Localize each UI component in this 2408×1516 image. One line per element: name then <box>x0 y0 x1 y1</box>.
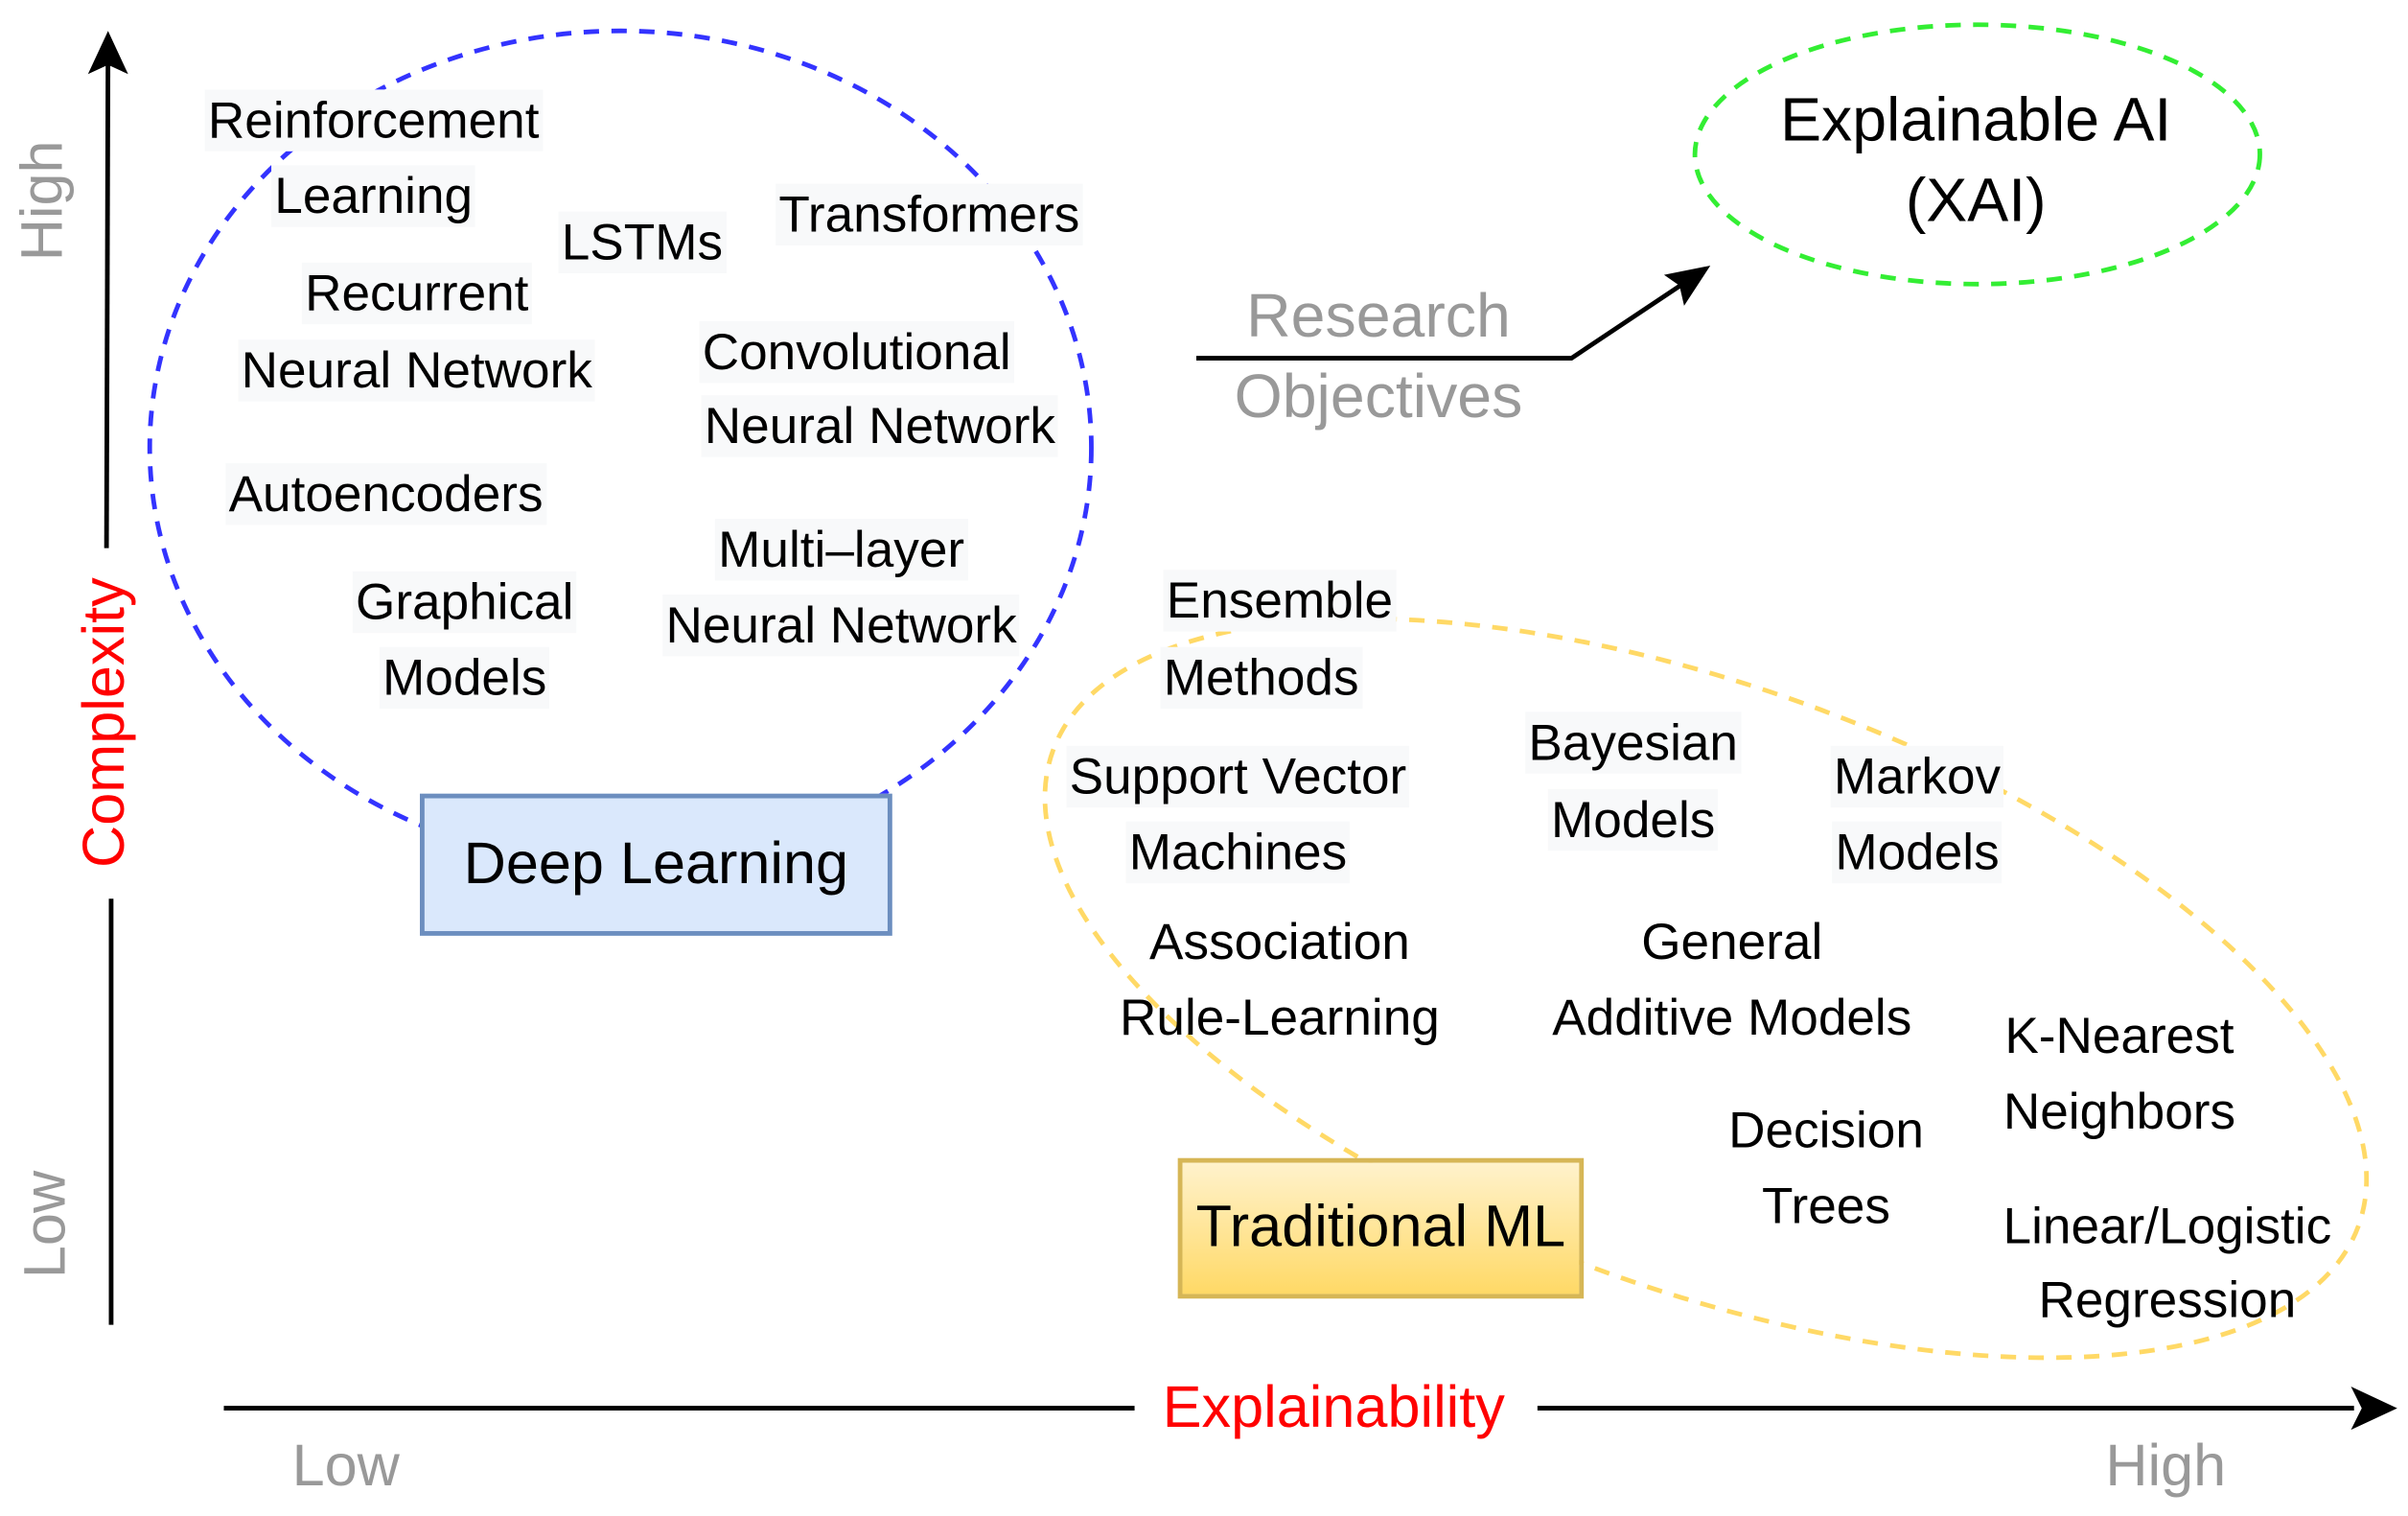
method-label: Ensemble <box>1163 570 1397 632</box>
method-label: Association <box>1149 912 1410 970</box>
method-label: Convolutional <box>699 320 1014 384</box>
method-label: Reinforcement <box>204 89 543 152</box>
y-axis-label: Complexity <box>73 574 137 872</box>
method-label: Linear/Logistic <box>2003 1196 2332 1254</box>
xai-title: Explainable AI <box>1780 86 2172 155</box>
x-axis-label: Explainability <box>1159 1377 1509 1439</box>
xai-ring <box>1692 22 2262 287</box>
xai-subtitle: (XAI) <box>1905 166 2047 235</box>
y-axis-high: High <box>11 140 76 262</box>
x-axis-high: High <box>2105 1434 2227 1500</box>
method-label: Models <box>379 646 550 710</box>
method-label: Machines <box>1125 821 1351 884</box>
method-label: Graphical <box>352 571 577 634</box>
y-axis-low: Low <box>13 1170 80 1279</box>
x-axis-low: Low <box>291 1434 400 1500</box>
method-label: Recurrent <box>301 262 532 325</box>
method-label: Regression <box>2038 1271 2297 1328</box>
method-label: Bayesian <box>1525 711 1742 774</box>
x-axis-arrowhead <box>2350 1387 2397 1431</box>
deep-learning-box: Deep Learning <box>420 793 892 936</box>
traditional-ml-ring <box>1042 616 2370 1361</box>
method-label: Methods <box>1160 646 1362 710</box>
method-label: Support Vector <box>1066 745 1410 808</box>
method-label: Additive Models <box>1552 988 1912 1046</box>
method-label: Markov <box>1830 745 2004 808</box>
research-label-2: Objectives <box>1234 362 1523 431</box>
method-label: Models <box>1547 788 1719 851</box>
method-label: Neural Network <box>662 594 1020 657</box>
method-label: Transformers <box>776 183 1083 246</box>
research-label-1: Research <box>1246 282 1511 351</box>
traditional-ml-box: Traditional ML <box>1177 1157 1585 1299</box>
method-label: K-Nearest <box>2004 1006 2234 1064</box>
method-label: Trees <box>1762 1177 1890 1234</box>
method-label: Neural Network <box>701 395 1059 457</box>
y-axis-upper <box>100 36 116 548</box>
research-arrow <box>1195 282 1684 362</box>
method-label: Learning <box>271 165 476 227</box>
method-label: Neighbors <box>2003 1082 2236 1140</box>
method-label: Rule-Learning <box>1120 988 1440 1046</box>
method-label: Multi–layer <box>714 519 968 581</box>
method-label: LSTMs <box>558 211 727 274</box>
method-label: Decision <box>1728 1101 1924 1158</box>
method-label: Autoencoders <box>225 463 546 525</box>
research-arrowhead <box>1663 265 1711 306</box>
method-label: Models <box>1832 821 2003 884</box>
method-label: Neural Network <box>238 339 596 402</box>
y-axis-arrowhead <box>87 31 128 75</box>
method-label: General <box>1641 912 1823 970</box>
